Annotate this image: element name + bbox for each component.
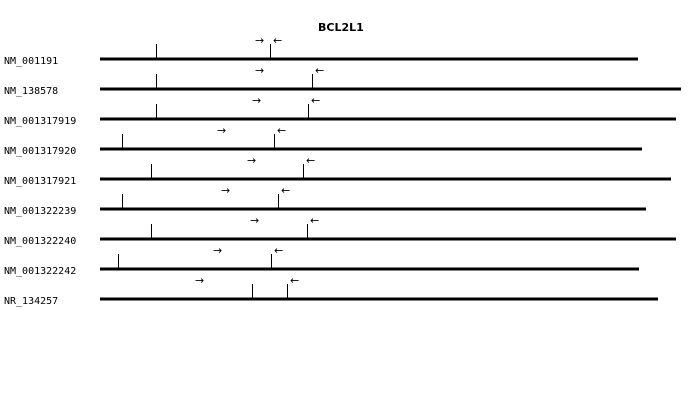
reverse-primer-arrow-icon: ← [290, 274, 299, 287]
forward-primer-arrow-icon: → [255, 34, 264, 47]
transcript-line [100, 57, 638, 61]
transcript-label: NM_001191 [4, 56, 58, 67]
forward-primer-arrow-icon: → [255, 64, 264, 77]
forward-primer-arrow-icon: → [195, 274, 204, 287]
forward-primer-arrow-icon: → [213, 244, 222, 257]
reverse-primer-arrow-icon: ← [273, 34, 282, 47]
forward-primer-arrow-icon: → [247, 154, 256, 167]
transcript-line [100, 147, 642, 151]
forward-primer-arrow-icon: → [252, 94, 261, 107]
transcript-line [100, 177, 671, 181]
transcript-line [100, 297, 658, 301]
reverse-primer-arrow-icon: ← [315, 64, 324, 77]
gene-title: BCL2L1 [318, 21, 364, 34]
forward-primer-arrow-icon: → [221, 184, 230, 197]
reverse-primer-arrow-icon: ← [281, 184, 290, 197]
reverse-primer-arrow-icon: ← [311, 94, 320, 107]
transcript-label: NM_001322239 [4, 206, 76, 217]
transcript-line [100, 117, 676, 121]
transcript-label: NM_001322240 [4, 236, 76, 247]
reverse-primer-arrow-icon: ← [310, 214, 319, 227]
forward-primer-arrow-icon: → [217, 124, 226, 137]
transcript-label: NM_001317921 [4, 176, 76, 187]
transcript-line [100, 267, 639, 271]
transcript-label: NM_001317920 [4, 146, 76, 157]
forward-primer-arrow-icon: → [250, 214, 259, 227]
transcript-line [100, 207, 646, 211]
transcript-label: NR_134257 [4, 296, 58, 307]
reverse-primer-arrow-icon: ← [306, 154, 315, 167]
reverse-primer-arrow-icon: ← [277, 124, 286, 137]
transcript-label: NM_001317919 [4, 116, 76, 127]
transcript-line [100, 237, 676, 241]
reverse-primer-arrow-icon: ← [274, 244, 283, 257]
transcript-label: NM_138578 [4, 86, 58, 97]
transcript-label: NM_001322242 [4, 266, 76, 277]
transcript-line [100, 87, 681, 91]
